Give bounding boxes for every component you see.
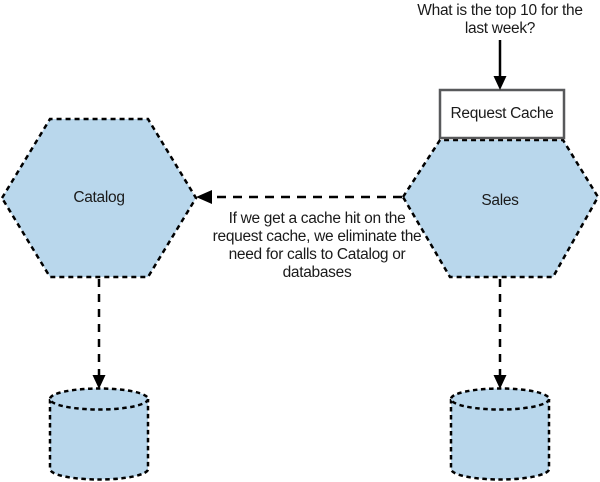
request-cache-box: [438, 88, 566, 140]
question-text: What is the top 10 for the last week?: [390, 2, 600, 38]
sales-to-db-arrow-head: [493, 375, 507, 389]
catalog-to-db-arrow-head: [92, 375, 106, 389]
cache-hit-annotation-line3: need for calls to Catalog or: [228, 246, 406, 263]
question-text-line1: What is the top 10 for the: [417, 2, 583, 19]
question-text-line2: last week?: [464, 20, 536, 37]
request-cache-label: Request Cache: [450, 105, 554, 122]
sales-database-top: [449, 387, 551, 411]
catalog-hexagon: [0, 117, 198, 279]
cache-hit-annotation-line2: request cache, we eliminate the: [212, 228, 422, 245]
sales-to-catalog-arrow-head: [196, 190, 212, 204]
cache-hit-annotation-line4: databases: [282, 264, 352, 281]
sales-label: Sales: [481, 192, 519, 209]
sales-database-body: [449, 399, 551, 481]
catalog-database-top: [48, 387, 150, 411]
catalog-database-icon: [48, 387, 150, 481]
catalog-label: Catalog: [73, 189, 125, 206]
catalog-database-body: [48, 399, 150, 481]
question-arrow-head: [493, 76, 507, 90]
cache-hit-annotation: If we get a cache hit on the request cac…: [192, 210, 442, 282]
cache-hit-annotation-line1: If we get a cache hit on the: [228, 210, 406, 227]
sales-database-icon: [449, 387, 551, 481]
sales-hexagon: [401, 138, 600, 279]
